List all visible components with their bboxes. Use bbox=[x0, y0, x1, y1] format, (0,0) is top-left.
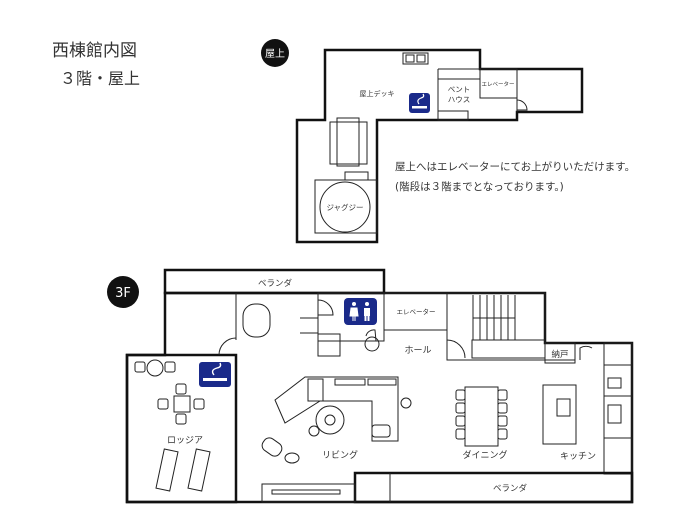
jacuzzi-label: ジャグジー bbox=[326, 202, 363, 212]
floor3-plan: 3F ベランダ エレベーター ホール 納戸 bbox=[107, 268, 634, 504]
roof-deck-label: 屋上デッキ bbox=[360, 89, 395, 98]
floor3-badge bbox=[107, 276, 139, 308]
roof-note-2: (階段は３階までとなっております。) bbox=[395, 180, 564, 193]
elevator-3f-label: エレベーター bbox=[397, 307, 436, 316]
loggia-label: ロッジア bbox=[167, 436, 203, 446]
roof-elevator-label: エレベーター bbox=[481, 80, 514, 88]
roof-plan: 屋上 屋上デッキ ベント ハウス エレベーター ジャグジー 屋上へはエレベーター… bbox=[261, 39, 635, 244]
veranda-top-label: ベランダ bbox=[258, 278, 293, 289]
roof-badge-label: 屋上 bbox=[265, 48, 285, 60]
living-label: リビング bbox=[322, 449, 358, 461]
smoking-area-icon-3f bbox=[199, 362, 231, 387]
page-subtitle: ３階・屋上 bbox=[60, 69, 140, 88]
page-title: 西棟館内図 bbox=[52, 41, 137, 61]
dining-label: ダイニング bbox=[462, 449, 507, 461]
kitchen-label: キッチン bbox=[560, 451, 596, 462]
loggia bbox=[125, 353, 238, 504]
penthouse-label-2: ハウス bbox=[448, 95, 471, 104]
roof-note-1: 屋上へはエレベーターにてお上がりいただけます。 bbox=[395, 160, 635, 173]
roof-badge bbox=[261, 39, 289, 67]
hall-label: ホール bbox=[404, 345, 431, 356]
storage-label: 納戸 bbox=[551, 349, 568, 360]
floor3-badge-label: 3F bbox=[115, 286, 131, 301]
restroom-icon bbox=[344, 298, 377, 325]
storage-room bbox=[544, 342, 576, 364]
staircase bbox=[446, 292, 546, 361]
veranda-bottom-label: ベランダ bbox=[493, 483, 528, 494]
floor3-outline bbox=[125, 291, 634, 504]
penthouse-label: ベント bbox=[448, 85, 471, 94]
smoking-area-icon bbox=[409, 93, 430, 113]
